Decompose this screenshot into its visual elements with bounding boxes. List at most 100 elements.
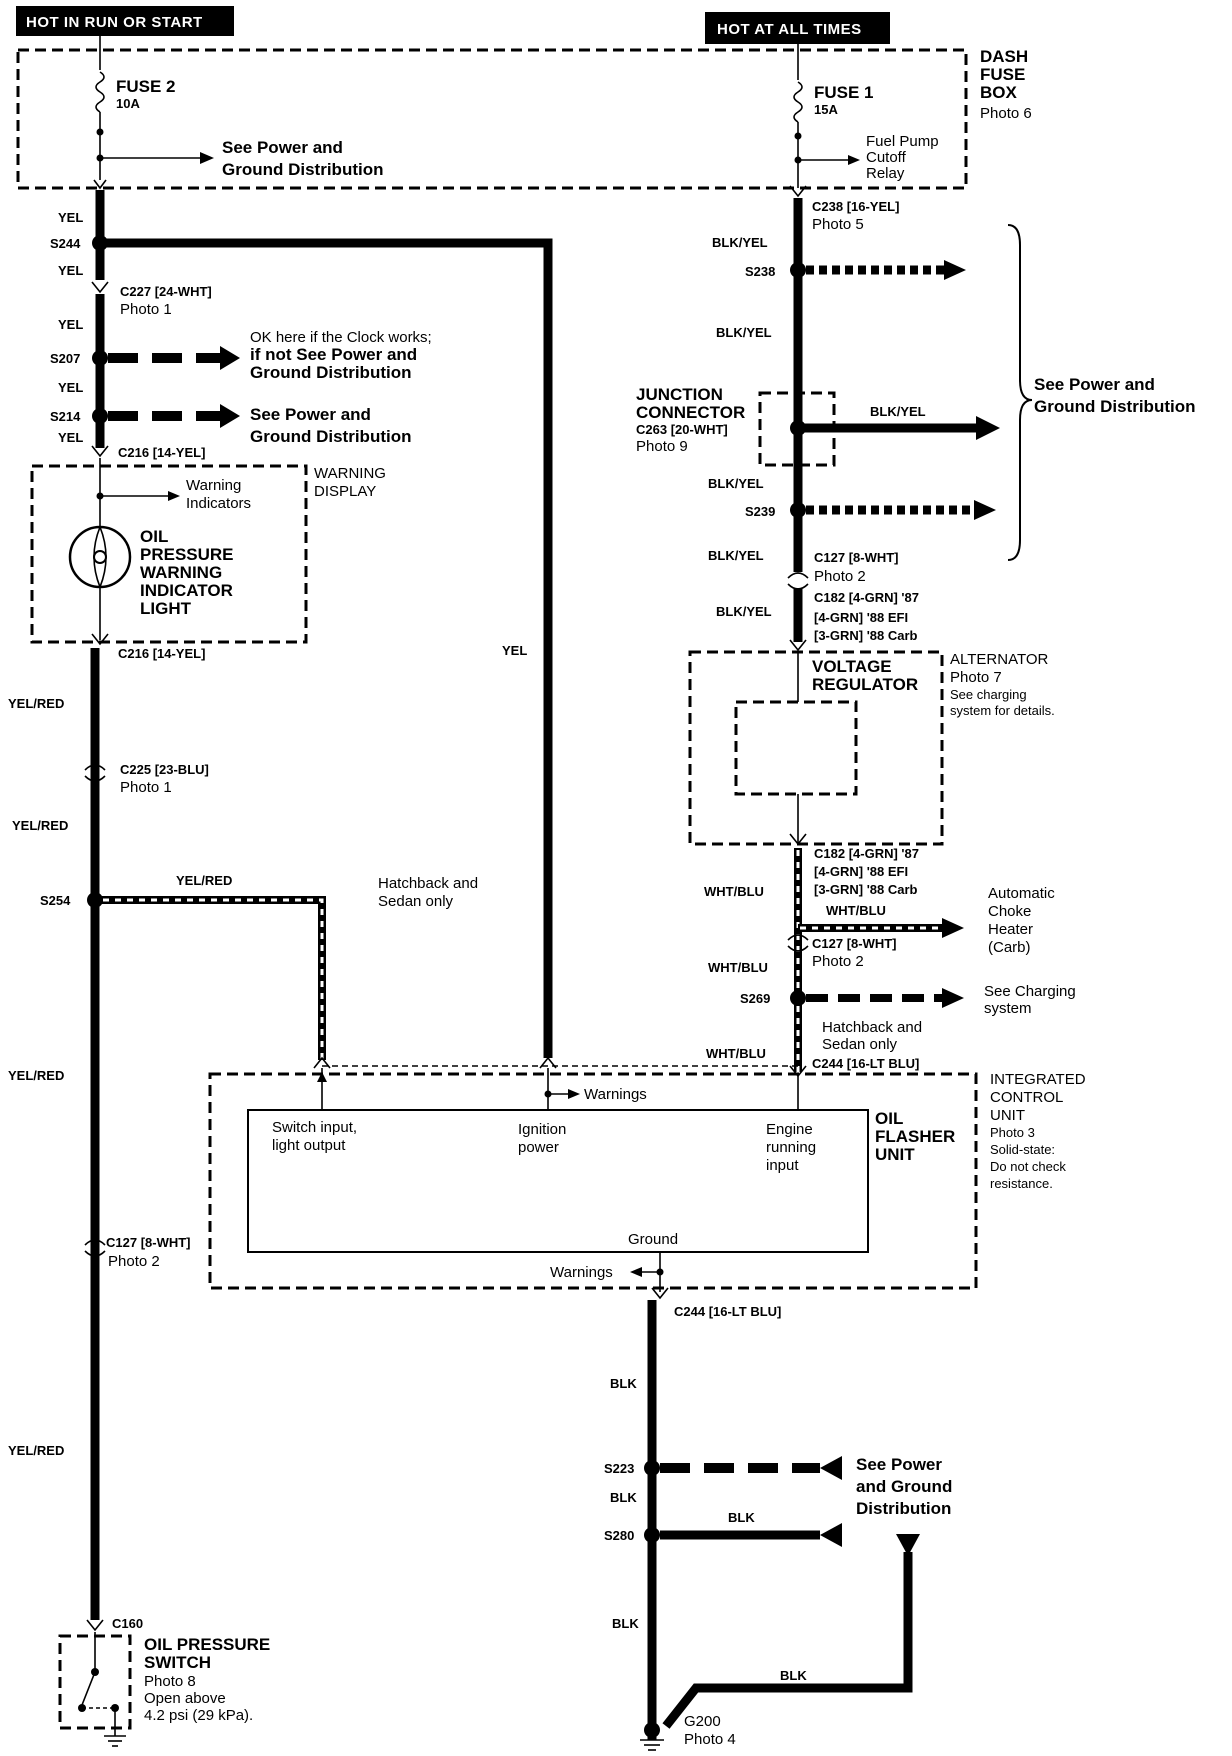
fuse2-junction-1	[96, 128, 104, 136]
c127-top-label: C127 [8-WHT]	[814, 550, 899, 565]
choke-3: Heater	[988, 921, 1033, 938]
hot-in-run-banner	[16, 6, 234, 36]
yel-label-4: YEL	[58, 380, 83, 395]
ignition-1: Ignition	[518, 1121, 566, 1138]
c225-label: C225 [23-BLU]	[120, 762, 209, 777]
s269-arrow	[942, 988, 964, 1008]
icu-solid-state: Solid-state:	[990, 1142, 1055, 1157]
charging-1: See Charging	[984, 983, 1076, 1000]
c127-left-photo: Photo 2	[108, 1253, 160, 1270]
warning-indicators-arrow	[168, 491, 180, 501]
fuel-pump-arrow	[848, 155, 860, 165]
yel-label-2: YEL	[58, 263, 83, 278]
s207-splice	[92, 350, 108, 366]
s238-label: S238	[745, 264, 775, 279]
s239-label: S239	[745, 504, 775, 519]
c182-top-2: [4-GRN] '88 EFI	[814, 610, 908, 625]
oil-light-2: PRESSURE	[140, 545, 234, 564]
oil-light-5: LIGHT	[140, 599, 192, 618]
yel-label-5: YEL	[58, 430, 83, 445]
warnings-top-arrow	[568, 1089, 580, 1099]
oil-light-3: WARNING	[140, 563, 222, 582]
hatchback-left-2: Sedan only	[378, 893, 454, 910]
fuse-see-power-1: See Power and	[222, 138, 343, 157]
c244-bottom-connector	[651, 1287, 669, 1300]
c216-bottom-label: C216 [14-YEL]	[118, 646, 205, 661]
wht-blu-branch-label: WHT/BLU	[826, 903, 886, 918]
icu-label-3: UNIT	[990, 1107, 1025, 1124]
blk-return-wire	[662, 1552, 913, 1729]
blk-yel-label-5: BLK/YEL	[716, 604, 772, 619]
voltage-regulator-1: VOLTAGE	[812, 657, 892, 676]
fuel-pump-label-2: Cutoff	[866, 149, 907, 166]
c227-photo: Photo 1	[120, 301, 172, 318]
c244-top-label: C244 [16-LT BLU]	[812, 1056, 919, 1071]
s254-branch-wire	[95, 896, 326, 1060]
c182-top-1: C182 [4-GRN] '87	[814, 590, 919, 605]
flasher-label-1: OIL	[875, 1109, 903, 1128]
choke-2: Choke	[988, 903, 1031, 920]
charging-2: system	[984, 1000, 1032, 1017]
choke-arrow	[942, 918, 964, 938]
c127-top-connector	[787, 572, 809, 590]
c227-label: C227 [24-WHT]	[120, 284, 212, 299]
c182-top-3: [3-GRN] '88 Carb	[814, 628, 918, 643]
fuel-pump-label-3: Relay	[866, 165, 905, 182]
dash-fuse-box-title-3: BOX	[980, 83, 1018, 102]
g200-photo: Photo 4	[684, 1731, 736, 1748]
s254-label: S254	[40, 893, 71, 908]
s254-branch-stripe	[103, 898, 324, 1060]
dash-fuse-box	[16, 48, 968, 190]
junction-label-1: JUNCTION	[636, 385, 723, 404]
c216-top-connector	[91, 445, 109, 458]
oil-switch-psi: 4.2 psi (29 kPa).	[144, 1707, 253, 1724]
alternator-label: ALTERNATOR	[950, 651, 1049, 668]
bulb-center	[93, 550, 107, 564]
ground-see-power-3: Distribution	[856, 1499, 951, 1518]
ground-return-arrow	[896, 1534, 920, 1556]
s238-arrow	[944, 260, 966, 280]
s269-label: S269	[740, 991, 770, 1006]
oil-light-1: OIL	[140, 527, 168, 546]
warning-display-1: WARNING	[314, 465, 386, 482]
blk-label-2: BLK	[610, 1490, 637, 1505]
icu-label-1: INTEGRATED	[990, 1071, 1086, 1088]
oil-switch-photo: Photo 8	[144, 1673, 196, 1690]
warning-display-2: DISPLAY	[314, 483, 376, 500]
blk-branch-label: BLK	[728, 1510, 755, 1525]
oil-light-4: INDICATOR	[140, 581, 233, 600]
yel-red-branch-label: YEL/RED	[176, 873, 232, 888]
clock-label-2: if not See Power and	[250, 345, 417, 364]
c238-connector	[789, 185, 807, 198]
voltage-regulator-2: REGULATOR	[812, 675, 918, 694]
warning-indicators-1: Warning	[186, 477, 241, 494]
s280-arrow	[820, 1523, 842, 1547]
switch-input-connector	[313, 1056, 331, 1069]
right-see-power-2: Ground Distribution	[1034, 397, 1195, 416]
flasher-label-3: UNIT	[875, 1145, 915, 1164]
wht-blu-label-1: WHT/BLU	[704, 884, 764, 899]
s214-splice	[92, 408, 108, 424]
fuel-pump-junction	[794, 156, 802, 164]
fuse1-rating: 15A	[814, 102, 838, 117]
junction-label-4: Photo 9	[636, 438, 688, 455]
c225-photo: Photo 1	[120, 779, 172, 796]
c127-bottom-connector	[787, 934, 809, 952]
s238-splice	[790, 262, 806, 278]
fuse1-symbol	[793, 81, 803, 123]
junction-label-3: C263 [20-WHT]	[636, 422, 728, 437]
s207-arrow	[220, 346, 240, 370]
hot-in-run-label: HOT IN RUN OR START	[26, 14, 203, 31]
oil-warning-bulb-icon	[68, 525, 132, 589]
dash-fuse-box-title-2: FUSE	[980, 65, 1025, 84]
c227-connector	[91, 281, 109, 294]
fuse2-symbol	[95, 71, 105, 113]
yel-red-label-4: YEL/RED	[8, 1443, 64, 1458]
yel-mid-label: YEL	[502, 643, 527, 658]
yel-ignition-wire	[100, 238, 553, 1058]
flasher-label-2: FLASHER	[875, 1127, 955, 1146]
integrated-control-unit-box	[208, 1072, 978, 1290]
ignition-connector	[539, 1056, 557, 1069]
fuse1-junction	[794, 132, 802, 140]
icu-photo: Photo 3	[990, 1125, 1035, 1140]
